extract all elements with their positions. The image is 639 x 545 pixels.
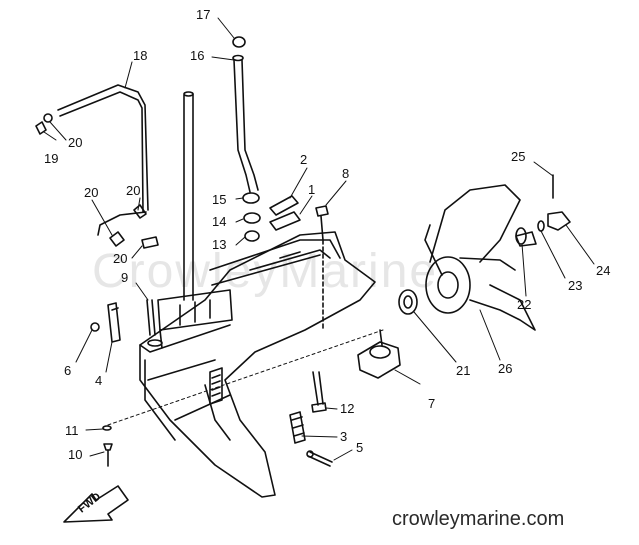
callout-6: 6 (64, 363, 72, 378)
anode-3 (289, 411, 306, 444)
callout-22: 22 (517, 297, 532, 312)
fwd-arrow (63, 485, 129, 523)
callout-13: 13 (212, 237, 227, 252)
shift-rod-collars (242, 192, 261, 242)
bolt-8 (315, 205, 329, 331)
callout-17: 17 (196, 7, 211, 22)
callout-1: 1 (308, 182, 316, 197)
shift-rod (232, 36, 259, 193)
callout-11: 11 (65, 423, 79, 438)
callout-2: 2 (300, 152, 308, 167)
stud-9 (146, 299, 156, 336)
callout-26: 26 (498, 361, 513, 376)
callout-24: 24 (596, 263, 611, 278)
bracket-4 (90, 302, 121, 343)
callout-20: 20 (68, 135, 83, 150)
trim-tab-7 (357, 329, 401, 379)
prop-hardware (515, 174, 571, 247)
callout-9: 9 (121, 270, 129, 285)
callout-4: 4 (95, 373, 103, 388)
callout-15: 15 (212, 192, 227, 207)
callout-18: 18 (133, 48, 148, 63)
callout-14: 14 (212, 214, 227, 229)
callout-5: 5 (356, 440, 364, 455)
thrust-washer-21 (398, 289, 418, 315)
callout-21: 21 (456, 363, 471, 378)
callout-25: 25 (511, 149, 526, 164)
footer-brand: crowleymarine.com (392, 508, 565, 530)
callout-23: 23 (568, 278, 583, 293)
callout-20: 20 (113, 251, 128, 266)
grommet-fittings (35, 113, 159, 249)
callout-16: 16 (190, 48, 205, 63)
drive-shaft (183, 91, 194, 301)
callout-3: 3 (340, 429, 348, 444)
lower-unit-housing (139, 231, 376, 498)
callout-19: 19 (44, 151, 59, 166)
callout-7: 7 (428, 396, 436, 411)
leader-lines (43, 17, 595, 461)
bolt-5 (306, 450, 333, 467)
callout-20: 20 (126, 183, 141, 198)
callout-12: 12 (340, 401, 355, 416)
screw-10-washer-11 (102, 425, 113, 467)
water-tube (57, 84, 149, 236)
propeller-26 (424, 184, 536, 331)
bolt-12 (311, 371, 327, 413)
callout-10: 10 (68, 447, 83, 462)
callout-20: 20 (84, 185, 99, 200)
callout-8: 8 (342, 166, 350, 181)
anodes-plates (269, 195, 301, 231)
